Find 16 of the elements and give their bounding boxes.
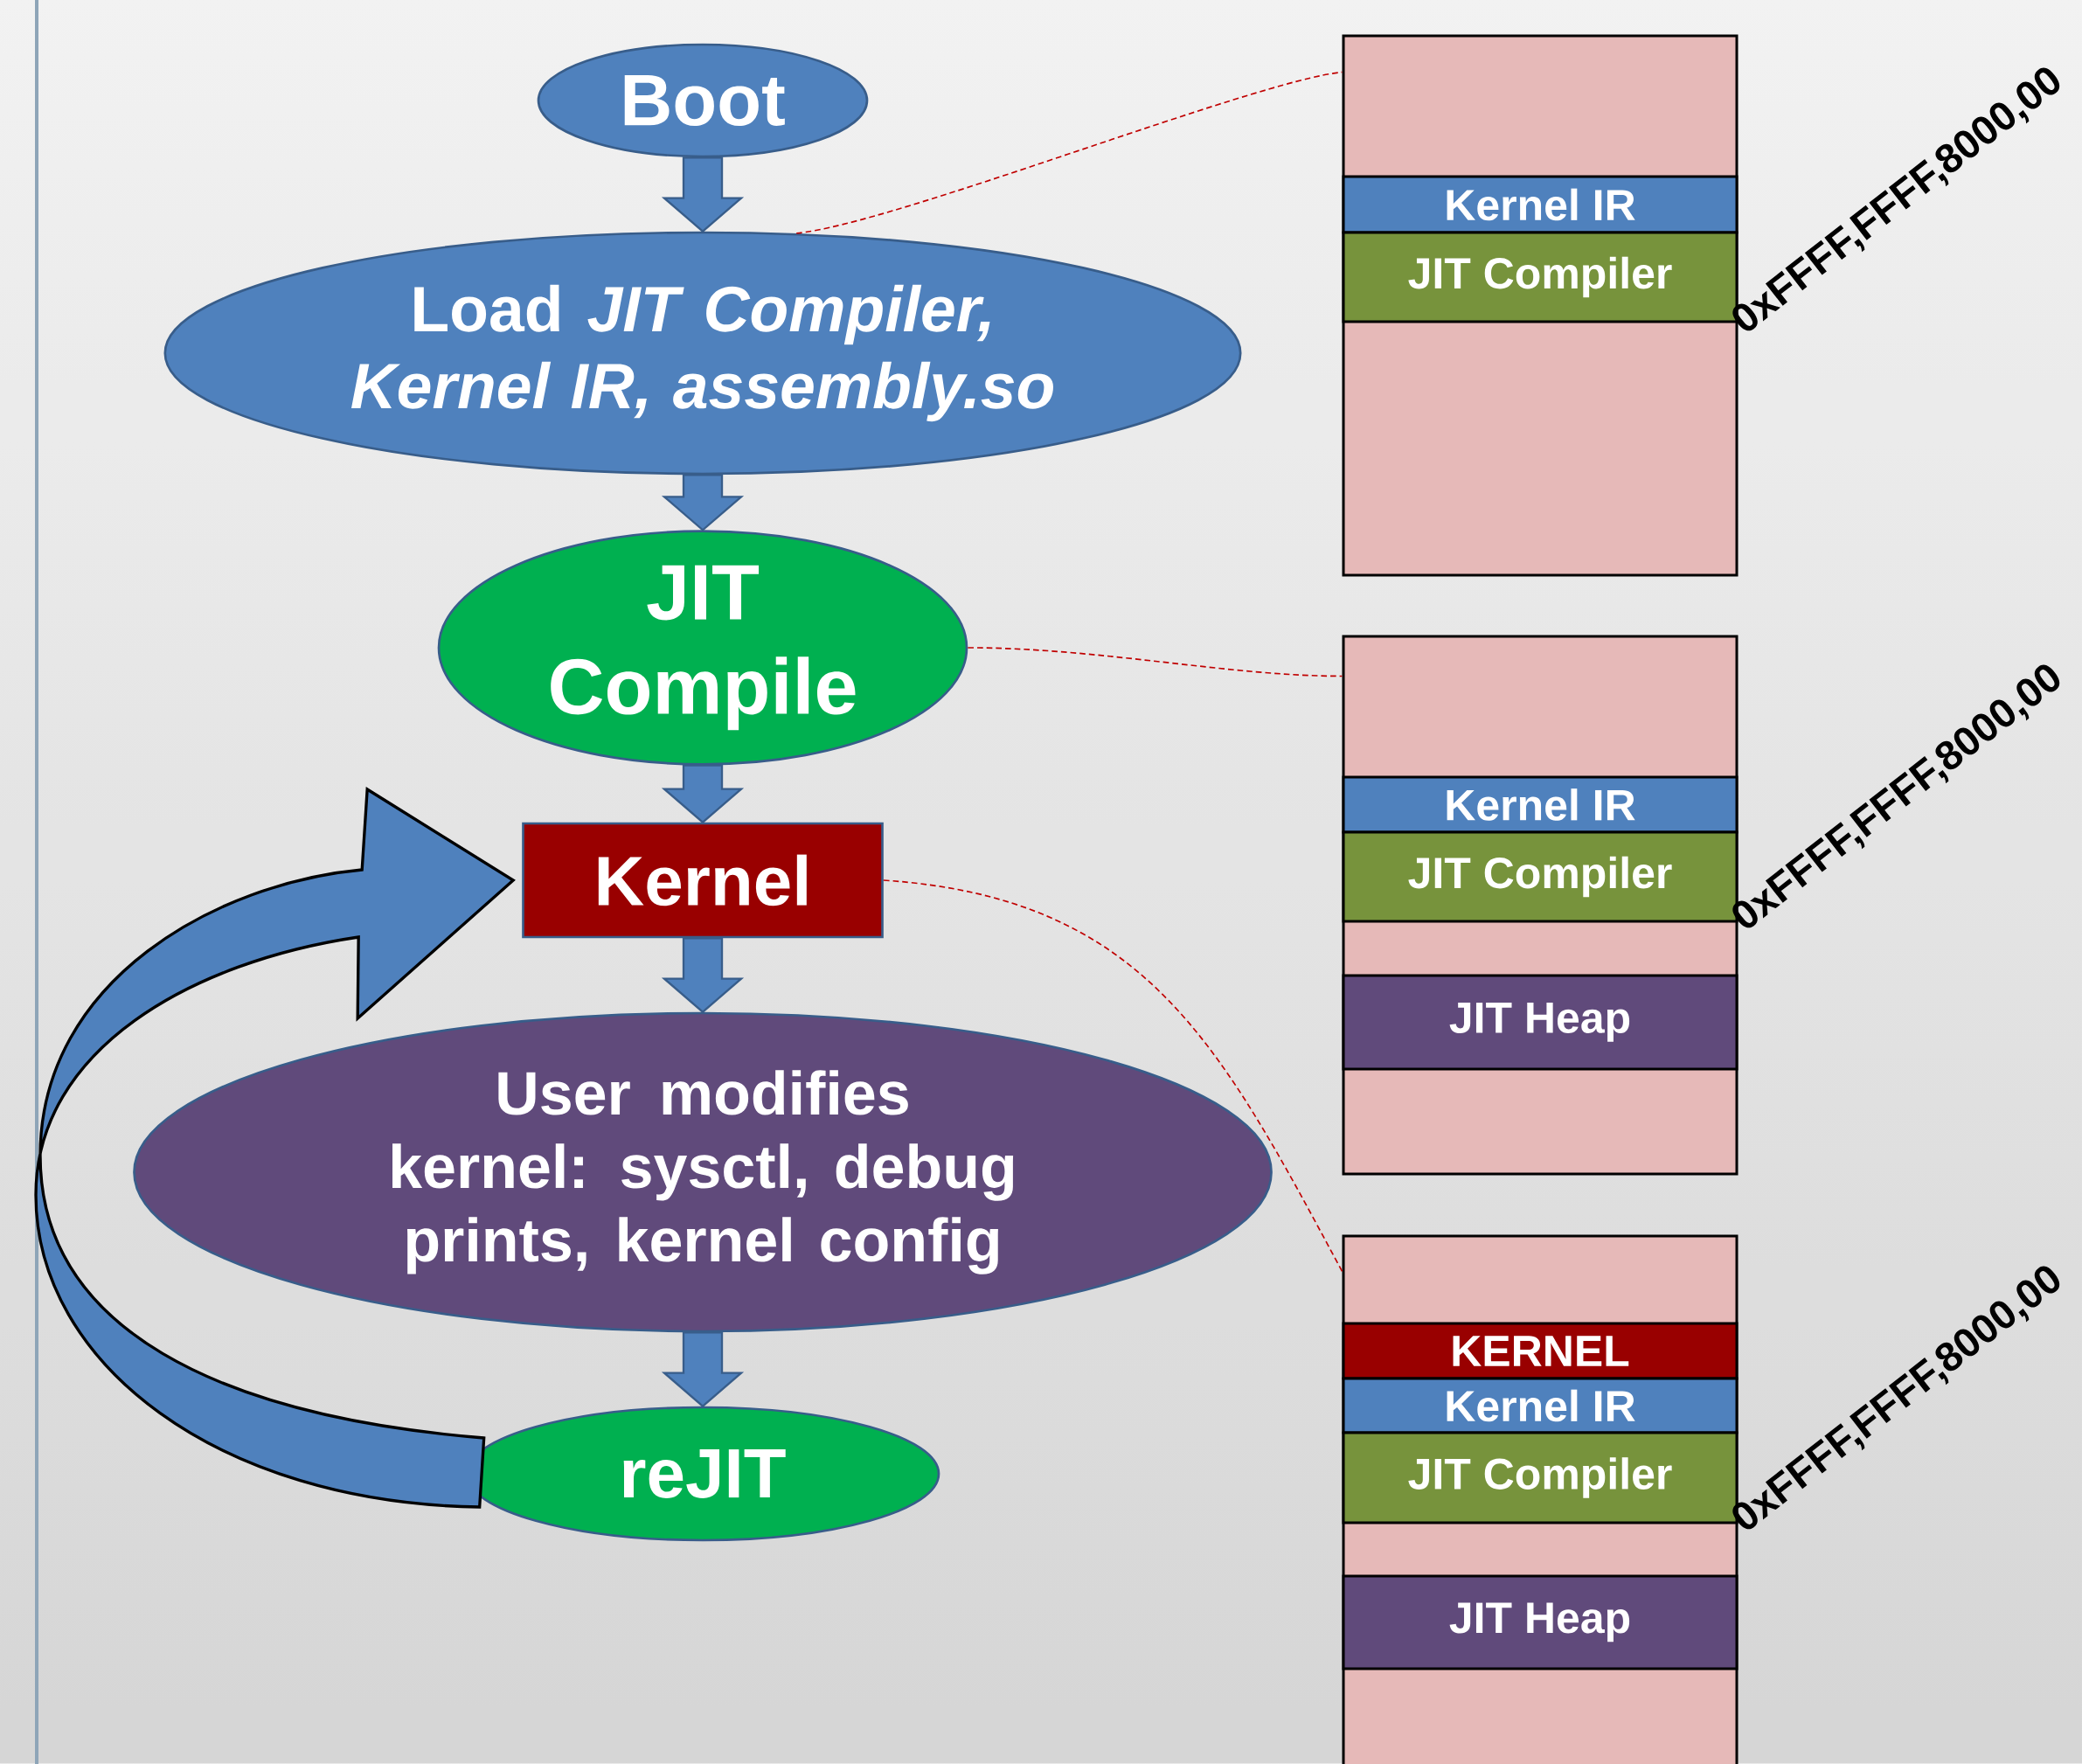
- block-arrow: [661, 764, 745, 824]
- process-box: Kernel: [522, 822, 884, 939]
- memory-segment: JIT Heap: [1342, 974, 1738, 1071]
- memory-segment: KERNEL: [1342, 1322, 1738, 1380]
- memory-segment: JIT Heap: [1342, 1574, 1738, 1670]
- memory-segment: Kernel IR: [1342, 1377, 1738, 1434]
- memory-segment: Kernel IR: [1342, 775, 1738, 834]
- leader-line: [967, 647, 1343, 677]
- block-arrow: [661, 1331, 745, 1408]
- memory-segment: Kernel IR: [1342, 175, 1738, 234]
- leader-line: [795, 71, 1343, 234]
- block-arrow: [661, 156, 745, 233]
- block-arrow: [661, 474, 745, 531]
- leader-line: [883, 879, 1343, 1273]
- block-arrow: [661, 937, 745, 1014]
- curved-block-arrow: [34, 788, 515, 1509]
